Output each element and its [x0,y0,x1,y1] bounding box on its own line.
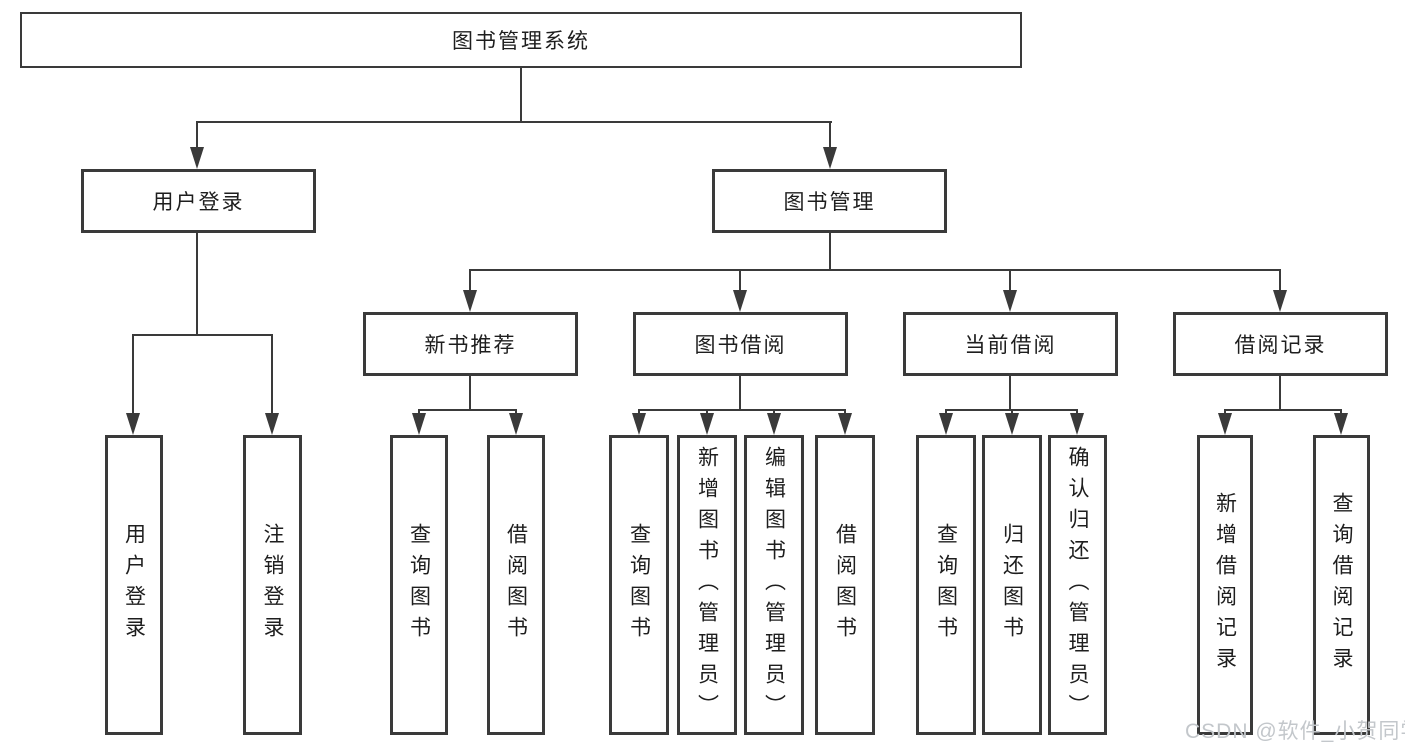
arrow-down-icon [190,147,204,169]
leaf-borrow-books-2-label: 借阅图书 [833,523,857,647]
connector-borrow-stem [739,376,741,411]
leaf-query-books-1: 查询图书 [390,435,448,735]
node-current-borrow: 当前借阅 [903,312,1118,376]
leaf-query-books-1-label: 查询图书 [407,523,431,647]
leaf-return-books: 归还图书 [982,435,1042,735]
csdn-watermark: CSDN @软件_小贺同学 [1185,720,1405,743]
arrow-down-icon [1003,290,1017,312]
node-new-book-recommend-label: 新书推荐 [424,334,517,357]
arrow-down-icon [767,413,781,435]
leaf-query-books-3: 查询图书 [916,435,976,735]
connector-current-stem [1009,376,1011,411]
arrow-down-icon [823,147,837,169]
connector-root-bar [196,121,832,123]
leaf-add-books-admin: 新增图书（管理员） [677,435,737,735]
arrow-down-icon [939,413,953,435]
connector-newbook-stem [469,376,471,411]
leaf-confirm-return-admin: 确认归还（管理员） [1048,435,1107,735]
leaf-add-borrow-record-label: 新增借阅记录 [1213,492,1237,678]
arrow-down-icon [1273,290,1287,312]
leaf-borrow-books-1: 借阅图书 [487,435,545,735]
connector-record-bar [1224,409,1342,411]
arrow-down-icon [265,413,279,435]
arrow-down-icon [733,290,747,312]
leaf-query-books-2-label: 查询图书 [627,523,651,647]
connector-arrow-stem-l2c [1009,269,1011,291]
connector-login-stem [196,232,198,336]
leaf-query-borrow-record: 查询借阅记录 [1313,435,1370,735]
node-book-borrow: 图书借阅 [633,312,848,376]
node-root-label: 图书管理系统 [452,30,590,53]
leaf-user-login: 用户登录 [105,435,163,735]
arrow-down-icon [700,413,714,435]
leaf-add-borrow-record: 新增借阅记录 [1197,435,1253,735]
arrow-down-icon [509,413,523,435]
leaf-query-books-3-label: 查询图书 [934,523,958,647]
node-root: 图书管理系统 [20,12,1022,68]
node-current-borrow-label: 当前借阅 [964,334,1057,357]
connector-mgmt-stem [829,232,831,271]
arrow-down-icon [463,290,477,312]
node-new-book-recommend: 新书推荐 [363,312,578,376]
node-book-management: 图书管理 [712,169,947,233]
leaf-add-books-admin-label: 新增图书（管理员） [695,445,719,725]
arrow-down-icon [412,413,426,435]
leaf-query-borrow-record-label: 查询借阅记录 [1330,492,1353,678]
connector-arrow-stem-l2d [1279,269,1281,291]
arrow-down-icon [632,413,646,435]
leaf-user-login-label: 用户登录 [122,523,146,647]
leaf-return-books-label: 归还图书 [1000,523,1024,647]
node-book-borrow-label: 图书借阅 [694,334,787,357]
leaf-query-books-2: 查询图书 [609,435,669,735]
arrow-down-icon [1070,413,1084,435]
node-book-management-label: 图书管理 [783,191,876,214]
connector-arrow-stem-l1b [829,121,831,149]
connector-borrow-bar [638,409,846,411]
leaf-logout: 注销登录 [243,435,302,735]
arrow-down-icon [1005,413,1019,435]
connector-newbook-bar [418,409,517,411]
connector-record-stem [1279,376,1281,411]
arrow-down-icon [1334,413,1348,435]
node-user-login-label: 用户登录 [152,191,245,214]
connector-arrow-stem-login-2 [271,334,273,415]
connector-arrow-stem-l2a [469,269,471,291]
arrow-down-icon [838,413,852,435]
arrow-down-icon [1218,413,1232,435]
connector-root-stem [520,67,522,122]
leaf-edit-books-admin: 编辑图书（管理员） [744,435,804,735]
connector-mgmt-bar [469,269,1281,271]
leaf-borrow-books-1-label: 借阅图书 [504,523,528,647]
node-borrow-records: 借阅记录 [1173,312,1388,376]
node-user-login: 用户登录 [81,169,316,233]
arrow-down-icon [126,413,140,435]
leaf-confirm-return-admin-label: 确认归还（管理员） [1066,445,1089,725]
connector-login-bar [132,334,273,336]
connector-arrow-stem-l2b [739,269,741,291]
connector-arrow-stem-login-1 [132,334,134,415]
node-borrow-records-label: 借阅记录 [1234,334,1327,357]
leaf-borrow-books-2: 借阅图书 [815,435,875,735]
connector-arrow-stem-l1a [196,121,198,149]
leaf-logout-label: 注销登录 [261,523,284,647]
leaf-edit-books-admin-label: 编辑图书（管理员） [762,445,786,725]
